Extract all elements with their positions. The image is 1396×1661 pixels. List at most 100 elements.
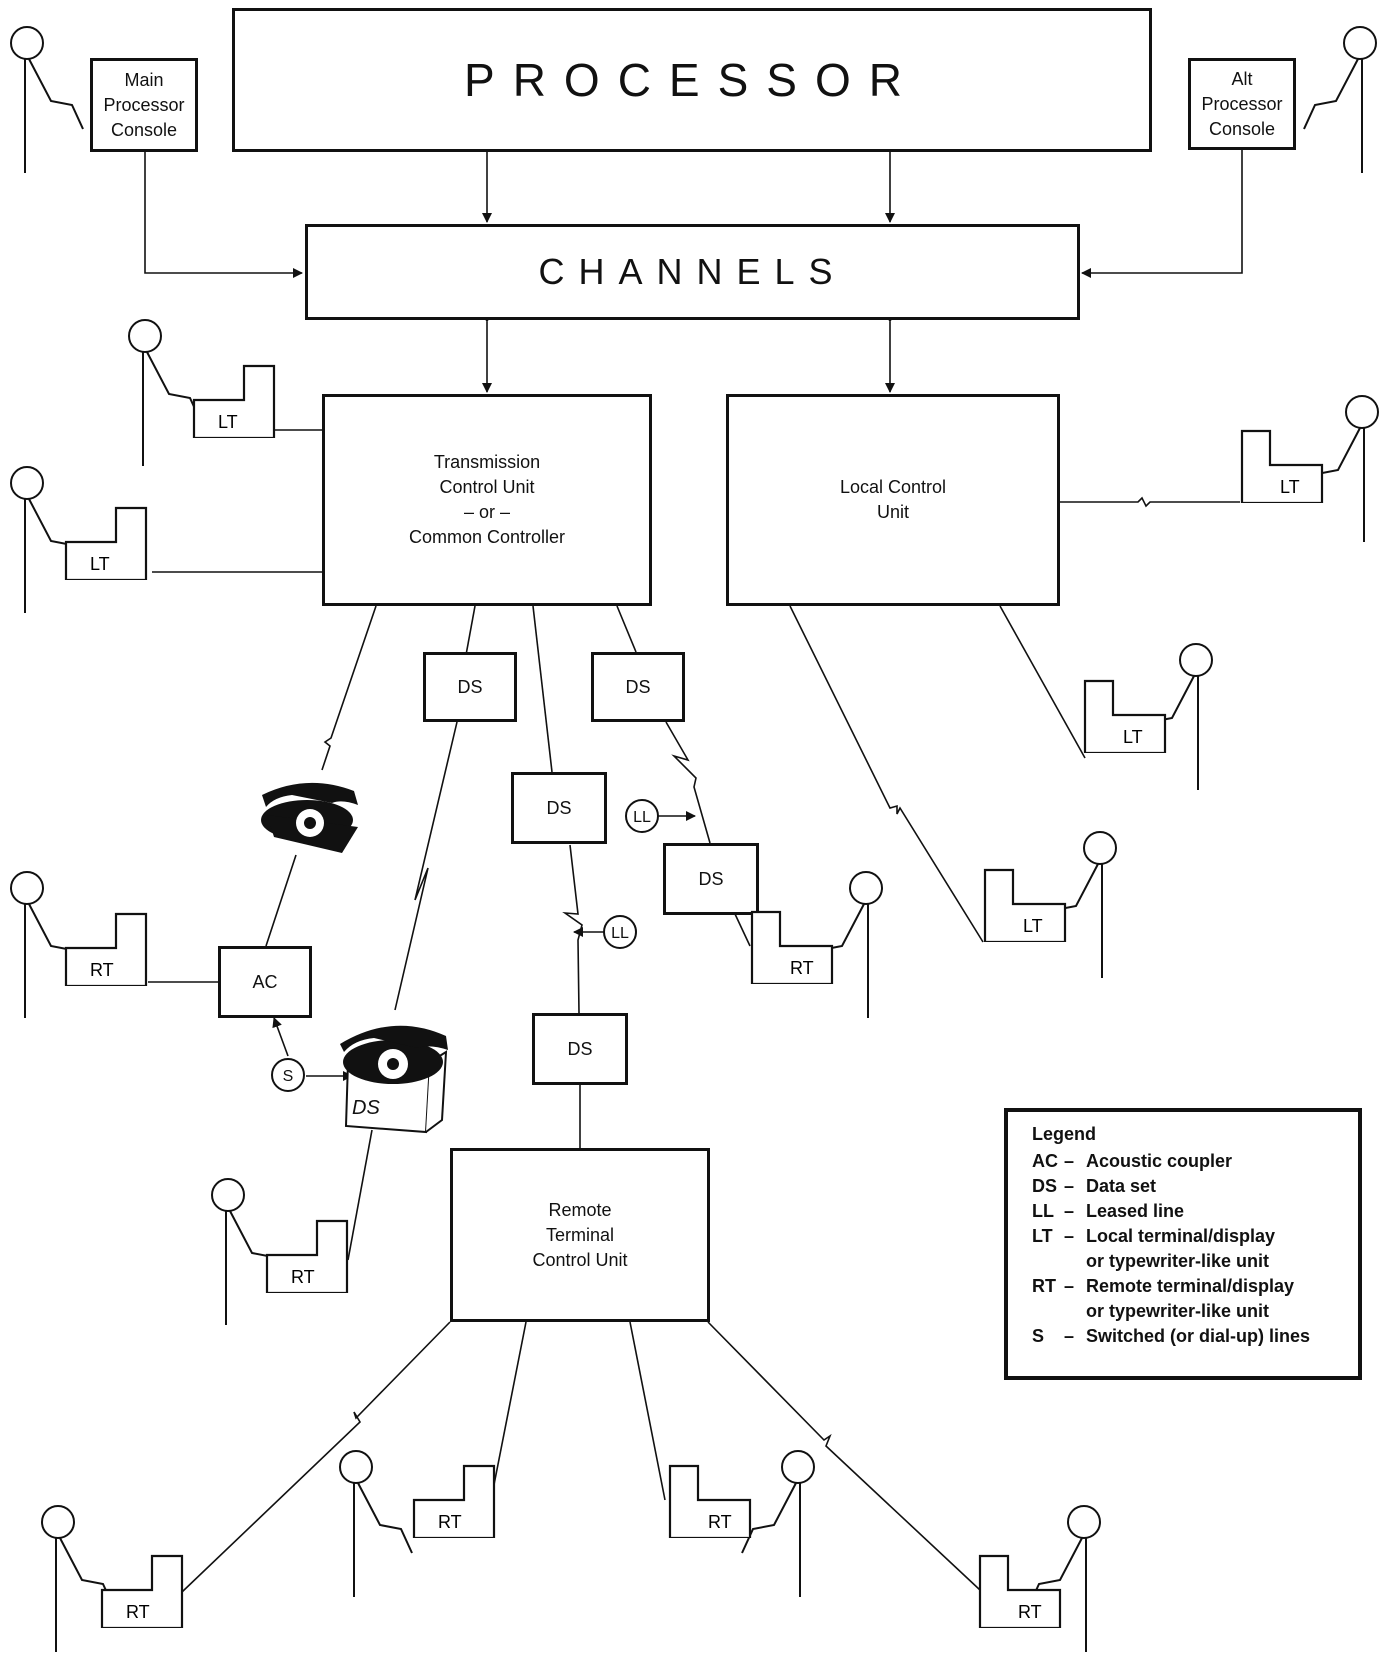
circle-label-text: S <box>283 1068 294 1085</box>
legend-code <box>1032 1249 1064 1274</box>
ds-italic-label: DS <box>352 1097 380 1119</box>
operator-figure-icon <box>741 1450 815 1597</box>
lcu-box: Local Control Unit <box>726 394 1060 606</box>
link-ds4-rt <box>734 913 751 947</box>
link-main-console <box>140 143 303 278</box>
legend-def: or typewriter-like unit <box>1086 1251 1270 1271</box>
rtcu-line3: Control Unit <box>532 1249 628 1270</box>
link-rtcu-rt4 <box>707 1321 981 1591</box>
link-rtcu-rt1 <box>181 1321 451 1593</box>
terminal-lt-1: LT <box>192 364 276 440</box>
circle-label-ll: LL <box>603 915 637 949</box>
terminal-rt-10: RT <box>412 1464 496 1540</box>
legend-item: DS–Data set <box>1032 1174 1334 1199</box>
link-alt-console <box>1081 141 1247 278</box>
terminal-label: RT <box>126 1602 150 1622</box>
terminal-label: LT <box>1023 916 1043 936</box>
processor-label: PROCESSOR <box>464 54 920 106</box>
legend-item: LL–Leased line <box>1032 1199 1334 1224</box>
circle-label-text: LL <box>633 809 651 826</box>
operator-figure-icon <box>10 26 84 173</box>
ds-label: DS <box>567 1038 593 1059</box>
operator-figure-icon <box>1027 1505 1101 1652</box>
circle-label-ll: LL <box>625 799 659 833</box>
operator-figure-icon <box>1303 26 1377 173</box>
lcu-line1: Local Control <box>839 477 947 497</box>
terminal-lt-5: LT <box>983 868 1067 944</box>
main-console-box: Main Processor Console <box>90 58 198 152</box>
legend-def: Leased line <box>1086 1201 1185 1221</box>
terminal-label: RT <box>708 1512 732 1532</box>
link-tcu-phone <box>321 605 377 771</box>
terminal-lt-3: LT <box>1240 429 1324 505</box>
processor-box: PROCESSOR <box>232 8 1152 152</box>
tcu-line1: Transmission <box>433 452 541 472</box>
link-lcu-lt-lower <box>999 605 1086 759</box>
lcu-line2: Unit <box>876 502 909 522</box>
legend-code: AC <box>1032 1151 1058 1171</box>
ds-box-2: DS <box>591 652 685 722</box>
legend-item: RT–Remote terminal/display <box>1032 1274 1334 1299</box>
legend-title: Legend <box>1032 1124 1097 1144</box>
legend-dash <box>1064 1299 1086 1324</box>
legend-item: AC–Acoustic coupler <box>1032 1149 1334 1174</box>
operator-figure-icon <box>339 1450 413 1597</box>
legend-item: or typewriter-like unit <box>1032 1249 1334 1274</box>
alt-console-label: Alt Processor Console <box>1201 68 1283 139</box>
terminal-label: RT <box>291 1267 315 1287</box>
telephone-icon <box>261 782 358 853</box>
channels-label: CHANNELS <box>538 251 847 292</box>
link-tcu-ds3 <box>532 605 553 773</box>
legend-def: or typewriter-like unit <box>1086 1301 1270 1321</box>
legend-def: Data set <box>1086 1176 1157 1196</box>
rtcu-box: Remote Terminal Control Unit <box>450 1148 710 1322</box>
legend-code <box>1032 1299 1064 1324</box>
link-tcu-ds2 <box>616 605 637 653</box>
alt-console-box: Alt Processor Console <box>1188 58 1296 150</box>
ac-box: AC <box>218 946 312 1018</box>
legend-item: or typewriter-like unit <box>1032 1299 1334 1324</box>
legend-code: S <box>1032 1326 1045 1346</box>
ds-label: DS <box>457 676 483 697</box>
tcu-line3: – or – <box>463 502 511 522</box>
ds-label: DS <box>625 676 651 697</box>
legend-code: LT <box>1032 1226 1053 1246</box>
terminal-label: LT <box>218 412 238 432</box>
terminal-label: RT <box>790 958 814 978</box>
circle-label-text: LL <box>611 925 629 942</box>
legend-dash: – <box>1064 1176 1075 1196</box>
legend-dash <box>1064 1249 1086 1274</box>
legend-dash: – <box>1064 1201 1075 1221</box>
telephone-dataset-icon: DS <box>340 1025 448 1134</box>
terminal-label: RT <box>1018 1602 1042 1622</box>
tcu-line2: Control Unit <box>439 477 535 497</box>
link-ds2-ds4 <box>665 721 711 844</box>
s-arrow-ac <box>272 1017 289 1057</box>
channels-box: CHANNELS <box>305 224 1080 320</box>
terminal-label: LT <box>90 554 110 574</box>
tcu-line4: Common Controller <box>408 527 566 547</box>
ds-box-4: DS <box>663 843 759 915</box>
link-lcu-lt-bottom <box>789 605 984 943</box>
terminal-label: RT <box>438 1512 462 1532</box>
legend-dash: – <box>1064 1151 1075 1171</box>
ac-label: AC <box>252 971 278 992</box>
terminal-lt-4: LT <box>1083 679 1167 755</box>
ds-box-5: DS <box>532 1013 628 1085</box>
link-lcu-lt-right <box>1060 496 1240 508</box>
terminal-rt-12: RT <box>978 1554 1062 1630</box>
operator-figure-icon <box>1305 395 1379 542</box>
legend-dash: – <box>1064 1226 1075 1246</box>
terminal-rt-8: RT <box>265 1219 349 1295</box>
operator-figure-icon <box>128 319 202 466</box>
rtcu-line1: Remote <box>548 1199 612 1220</box>
rtcu-line2: Terminal <box>545 1224 615 1245</box>
terminal-rt-7: RT <box>750 910 834 986</box>
terminal-label: LT <box>1123 727 1143 747</box>
ds-label: DS <box>546 797 572 818</box>
link-tcu-ds1 <box>465 605 476 656</box>
terminal-label: RT <box>90 960 114 980</box>
link-ds3-ds5 <box>562 844 583 1014</box>
link-rtcu-rt3 <box>629 1321 666 1501</box>
